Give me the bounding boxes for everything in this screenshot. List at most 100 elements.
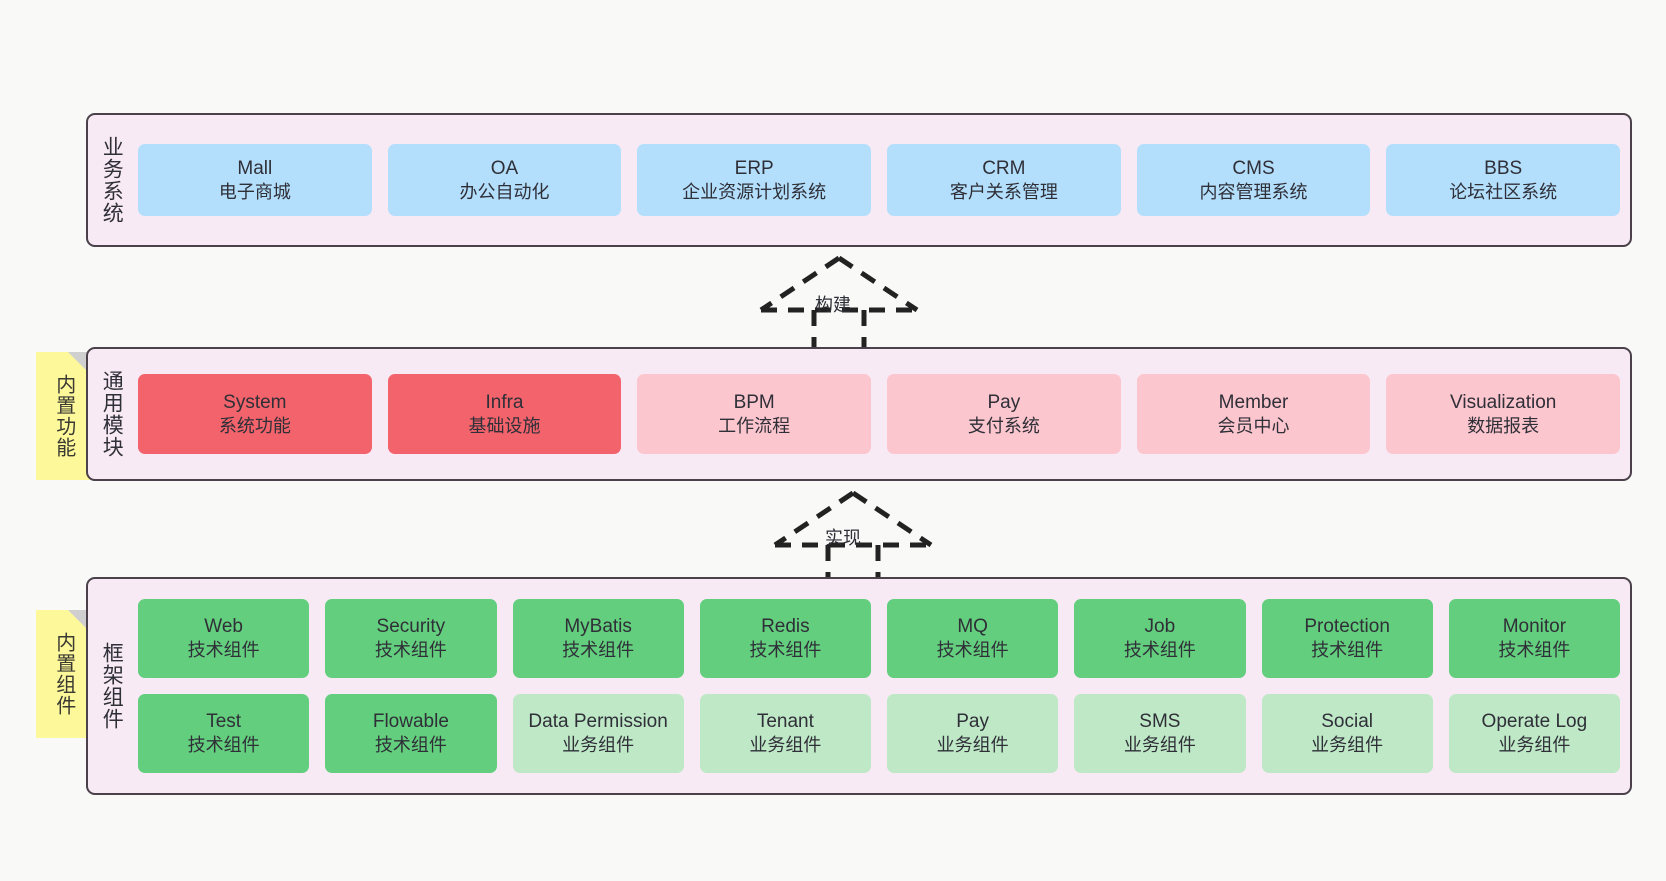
card-subtitle: 企业资源计划系统: [682, 181, 827, 202]
card-title: BBS: [1484, 157, 1523, 179]
card-subtitle: 业务组件: [1311, 735, 1384, 756]
card-title: MQ: [957, 616, 988, 637]
card-subtitle: 内容管理系统: [1199, 181, 1308, 202]
card-title: Operate Log: [1481, 711, 1588, 732]
card-subtitle: 业务组件: [1498, 735, 1571, 756]
card-title: Security: [376, 616, 446, 637]
card-row: Mall 电子商城 OA 办公自动化 ERP 企业资源计划系统 CRM 客户关系…: [138, 144, 1621, 216]
card-protection[interactable]: Protection 技术组件: [1261, 599, 1433, 678]
card-test[interactable]: Test 技术组件: [138, 694, 310, 773]
card-subtitle: 业务组件: [562, 735, 635, 756]
card-cms[interactable]: CMS 内容管理系统: [1136, 144, 1371, 216]
card-job[interactable]: Job 技术组件: [1074, 599, 1246, 678]
card-web[interactable]: Web 技术组件: [138, 599, 310, 678]
card-flowable[interactable]: Flowable 技术组件: [325, 694, 497, 773]
card-title: Infra: [485, 391, 524, 413]
card-social[interactable]: Social 业务组件: [1261, 694, 1433, 773]
card-title: Protection: [1304, 616, 1390, 637]
card-title: Monitor: [1502, 616, 1567, 637]
card-member[interactable]: Member 会员中心: [1136, 374, 1371, 454]
connector-implement-label: 实现: [825, 528, 861, 548]
card-redis[interactable]: Redis 技术组件: [699, 599, 871, 678]
note-label: 内置组件: [52, 632, 75, 716]
card-subtitle: 办公自动化: [459, 181, 550, 202]
card-subtitle: 技术组件: [374, 640, 447, 661]
card-oa[interactable]: OA 办公自动化: [387, 144, 622, 216]
card-title: MyBatis: [564, 616, 632, 637]
card-bbs[interactable]: BBS 论坛社区系统: [1386, 144, 1621, 216]
card-subtitle: 论坛社区系统: [1449, 181, 1558, 202]
note-label: 内置功能: [52, 374, 75, 458]
connector-build-label: 构建: [815, 295, 851, 315]
card-mall[interactable]: Mall 电子商城: [138, 144, 372, 216]
card-tenant[interactable]: Tenant 业务组件: [699, 694, 871, 773]
card-title: Pay: [987, 391, 1021, 413]
card-data-permission[interactable]: Data Permission 业务组件: [512, 694, 684, 773]
card-security[interactable]: Security 技术组件: [325, 599, 497, 678]
layer-title-business: 业务系统: [100, 136, 124, 224]
card-system[interactable]: System 系统功能: [138, 374, 372, 454]
card-pay[interactable]: Pay 支付系统: [887, 374, 1121, 454]
layer-framework-cards: Web 技术组件 Security 技术组件 MyBatis 技术组件 Redi…: [134, 579, 1630, 793]
card-subtitle: 技术组件: [936, 640, 1009, 661]
card-title: System: [223, 391, 287, 413]
card-row: Web 技术组件 Security 技术组件 MyBatis 技术组件 Redi…: [138, 599, 1620, 678]
layer-framework-components: 框架组件 Web 技术组件 Security 技术组件 MyBatis 技术组件…: [86, 577, 1632, 795]
card-subtitle: 电子商城: [218, 181, 291, 202]
card-title: BPM: [733, 391, 775, 413]
card-operate-log[interactable]: Operate Log 业务组件: [1448, 694, 1620, 773]
card-infra[interactable]: Infra 基础设施: [387, 374, 622, 454]
card-pay-business[interactable]: Pay 业务组件: [887, 694, 1059, 773]
card-subtitle: 业务组件: [936, 735, 1009, 756]
card-title: Test: [206, 711, 242, 732]
layer-title-framework: 框架组件: [100, 642, 124, 730]
card-title: Redis: [761, 616, 810, 637]
card-subtitle: 工作流程: [718, 415, 791, 436]
card-title: Web: [204, 616, 243, 637]
card-monitor[interactable]: Monitor 技术组件: [1448, 599, 1620, 678]
card-title: CMS: [1232, 157, 1275, 179]
card-mybatis[interactable]: MyBatis 技术组件: [512, 599, 684, 678]
card-title: Visualization: [1450, 391, 1557, 413]
card-title: Job: [1144, 616, 1176, 637]
card-title: Mall: [237, 157, 273, 179]
card-subtitle: 基础设施: [468, 415, 541, 436]
card-subtitle: 业务组件: [1123, 735, 1196, 756]
layer-common-cards: System 系统功能 Infra 基础设施 BPM 工作流程 Pay 支付系统…: [134, 349, 1630, 479]
card-visualization[interactable]: Visualization 数据报表: [1386, 374, 1621, 454]
card-subtitle: 技术组件: [1123, 640, 1196, 661]
card-subtitle: 数据报表: [1467, 415, 1540, 436]
card-subtitle: 技术组件: [187, 640, 260, 661]
card-title: OA: [490, 157, 519, 179]
card-erp[interactable]: ERP 企业资源计划系统: [637, 144, 872, 216]
card-subtitle: 技术组件: [187, 735, 260, 756]
card-bpm[interactable]: BPM 工作流程: [637, 374, 872, 454]
card-subtitle: 技术组件: [1311, 640, 1384, 661]
layer-title-common: 通用模块: [100, 370, 124, 458]
card-title: Tenant: [756, 711, 814, 732]
card-title: Member: [1218, 391, 1289, 413]
card-subtitle: 技术组件: [749, 640, 822, 661]
layer-business-systems: 业务系统 Mall 电子商城 OA 办公自动化 ERP 企业资源计划系统 CRM…: [86, 113, 1632, 247]
card-mq[interactable]: MQ 技术组件: [887, 599, 1059, 678]
card-title: CRM: [982, 157, 1026, 179]
card-title: SMS: [1139, 711, 1181, 732]
card-subtitle: 支付系统: [967, 415, 1040, 436]
card-subtitle: 技术组件: [374, 735, 447, 756]
card-subtitle: 客户关系管理: [949, 181, 1058, 202]
layer-business-cards: Mall 电子商城 OA 办公自动化 ERP 企业资源计划系统 CRM 客户关系…: [134, 115, 1630, 245]
card-subtitle: 会员中心: [1217, 415, 1290, 436]
card-row: Test 技术组件 Flowable 技术组件 Data Permission …: [138, 694, 1620, 773]
card-crm[interactable]: CRM 客户关系管理: [887, 144, 1121, 216]
card-sms[interactable]: SMS 业务组件: [1074, 694, 1246, 773]
card-subtitle: 技术组件: [1498, 640, 1571, 661]
card-subtitle: 技术组件: [562, 640, 635, 661]
card-subtitle: 业务组件: [749, 735, 822, 756]
card-title: Data Permission: [528, 711, 668, 732]
card-title: Flowable: [372, 711, 449, 732]
layer-common-modules: 通用模块 System 系统功能 Infra 基础设施 BPM 工作流程 Pay…: [86, 347, 1632, 481]
card-title: ERP: [734, 157, 774, 179]
card-title: Pay: [956, 711, 989, 732]
card-subtitle: 系统功能: [218, 415, 291, 436]
